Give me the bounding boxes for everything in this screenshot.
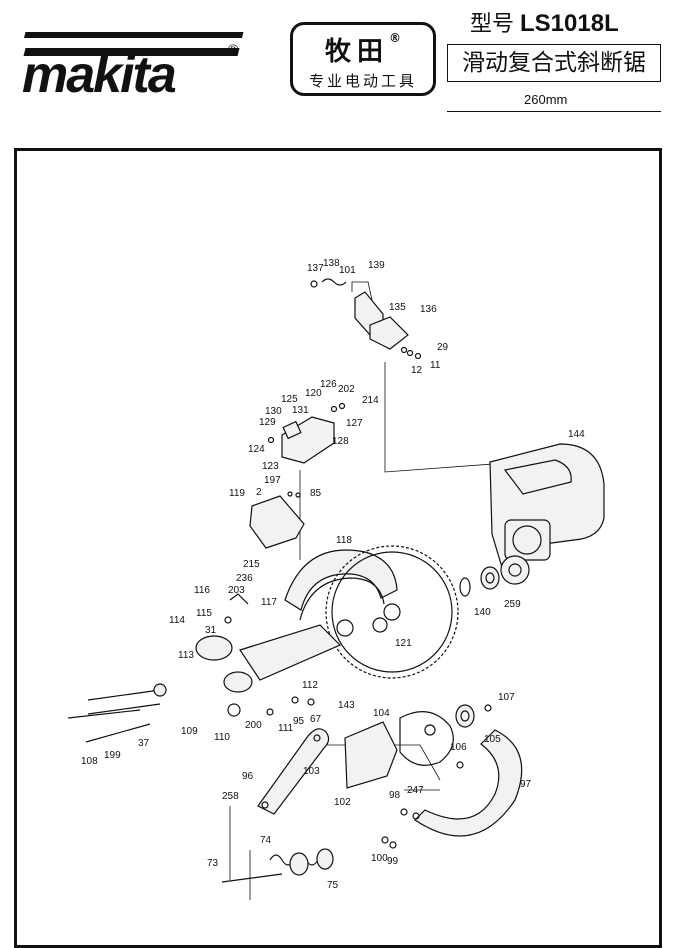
part-label: 117 <box>261 597 277 608</box>
part-label: 259 <box>504 599 521 610</box>
model-prefix: 型号 <box>470 12 515 37</box>
part-label: 137 <box>307 263 324 274</box>
part-label: 101 <box>339 265 356 276</box>
switch-assembly <box>267 402 346 464</box>
part-label: 130 <box>265 406 282 417</box>
part-label: 125 <box>281 394 298 405</box>
part-label: 131 <box>292 405 309 416</box>
part-label: 75 <box>327 880 339 891</box>
part-label: 135 <box>389 302 406 313</box>
part-label: 73 <box>207 858 219 869</box>
blade-size: 260mm <box>524 92 568 107</box>
part-label: 12 <box>411 365 423 376</box>
part-label: 123 <box>262 461 279 472</box>
connector-lines <box>229 281 521 900</box>
part-label: 126 <box>320 379 337 390</box>
part-label: 97 <box>520 779 532 790</box>
part-label: 98 <box>389 790 401 801</box>
registered-mark: ® <box>389 31 401 45</box>
part-label: 11 <box>430 360 441 371</box>
product-name: 滑动复合式斜断锯 <box>447 44 661 82</box>
part-label: 236 <box>236 573 253 584</box>
part-label: 136 <box>420 304 437 315</box>
part-label: 127 <box>346 418 363 429</box>
divider <box>447 111 661 112</box>
part-label: 37 <box>138 738 150 749</box>
part-label: 203 <box>228 585 245 596</box>
brand-tagline: 专业电动工具 <box>308 72 417 90</box>
svg-text:®: ® <box>228 41 239 57</box>
bolt-set <box>67 683 315 743</box>
saw-blade <box>325 545 459 679</box>
part-label: 108 <box>81 756 98 767</box>
part-label: 102 <box>334 797 351 808</box>
part-label: 112 <box>302 680 318 691</box>
part-label: 67 <box>310 714 322 725</box>
part-label: 100 <box>371 853 388 864</box>
link-lever <box>257 728 330 815</box>
part-label: 138 <box>323 258 340 269</box>
part-label: 99 <box>387 856 399 867</box>
handle-grip <box>249 491 305 549</box>
part-label: 215 <box>243 559 260 570</box>
part-label: 110 <box>214 732 230 743</box>
part-label: 115 <box>196 608 212 619</box>
svg-text:makita: makita <box>22 46 176 102</box>
part-label: 106 <box>450 742 467 753</box>
part-label: 128 <box>332 436 349 447</box>
part-label: 109 <box>181 726 198 737</box>
part-label: 113 <box>178 650 194 661</box>
part-label: 144 <box>568 429 585 440</box>
brand-badge: 牧田® 专业电动工具 <box>290 22 436 96</box>
part-label: 139 <box>368 260 385 271</box>
part-label: 116 <box>194 585 210 596</box>
part-label: 114 <box>169 615 185 626</box>
blade-guard <box>284 549 398 637</box>
part-label: 202 <box>338 384 355 395</box>
lower-guard <box>344 711 454 789</box>
safety-cover <box>414 729 523 837</box>
part-label: 200 <box>245 720 262 731</box>
part-label: 95 <box>293 716 305 727</box>
part-label: 103 <box>303 766 320 777</box>
makita-logo: makita ® <box>14 22 246 104</box>
part-label: 124 <box>248 444 265 455</box>
part-label: 74 <box>260 835 272 846</box>
small-screws <box>381 808 420 849</box>
motor-housing <box>489 443 605 585</box>
part-label: 96 <box>242 771 254 782</box>
part-label: 143 <box>338 700 355 711</box>
brand-name: 牧田 <box>324 37 389 67</box>
part-label: 214 <box>362 395 379 406</box>
part-label: 121 <box>395 638 412 649</box>
part-label: 120 <box>305 388 322 399</box>
part-label: 258 <box>222 791 239 802</box>
flange-washers <box>459 566 500 597</box>
part-label: 29 <box>437 342 449 353</box>
arm-assembly <box>195 593 342 693</box>
part-label: 31 <box>205 625 217 636</box>
part-label: 119 <box>229 488 245 499</box>
part-label: 85 <box>310 488 322 499</box>
spring-shaft <box>221 848 334 883</box>
part-label: 2 <box>256 487 262 498</box>
part-label: 118 <box>336 535 352 546</box>
spindle-parts <box>455 704 492 728</box>
model-code: LS1018L <box>520 10 619 37</box>
part-label: 105 <box>484 734 501 745</box>
part-label: 107 <box>498 692 515 703</box>
hinge-bracket <box>310 278 422 360</box>
part-label: 140 <box>474 607 491 618</box>
part-label: 247 <box>407 785 424 796</box>
part-label: 111 <box>278 723 294 734</box>
part-label: 199 <box>104 750 121 761</box>
part-label: 129 <box>259 417 276 428</box>
part-label: 104 <box>373 708 390 719</box>
part-label: 197 <box>264 475 281 486</box>
